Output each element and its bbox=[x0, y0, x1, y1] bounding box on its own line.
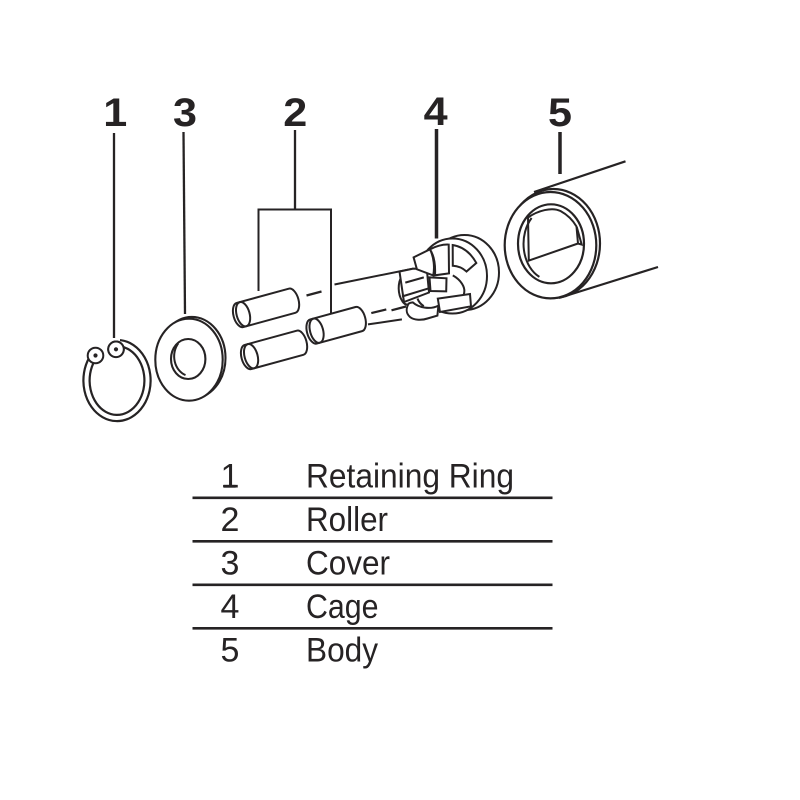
svg-text:4: 4 bbox=[221, 588, 240, 626]
svg-text:1: 1 bbox=[103, 91, 127, 135]
svg-text:Body: Body bbox=[306, 632, 378, 670]
svg-text:Cover: Cover bbox=[306, 545, 390, 583]
svg-text:2: 2 bbox=[221, 501, 240, 539]
svg-text:2: 2 bbox=[283, 91, 307, 135]
svg-text:Cage: Cage bbox=[306, 588, 379, 626]
svg-text:4: 4 bbox=[424, 90, 448, 134]
svg-text:5: 5 bbox=[548, 91, 572, 135]
svg-text:3: 3 bbox=[221, 545, 240, 583]
svg-text:Retaining Ring: Retaining Ring bbox=[306, 458, 514, 496]
svg-text:5: 5 bbox=[221, 632, 240, 670]
svg-text:3: 3 bbox=[173, 91, 197, 135]
svg-text:1: 1 bbox=[221, 458, 240, 496]
svg-text:Roller: Roller bbox=[306, 501, 388, 539]
